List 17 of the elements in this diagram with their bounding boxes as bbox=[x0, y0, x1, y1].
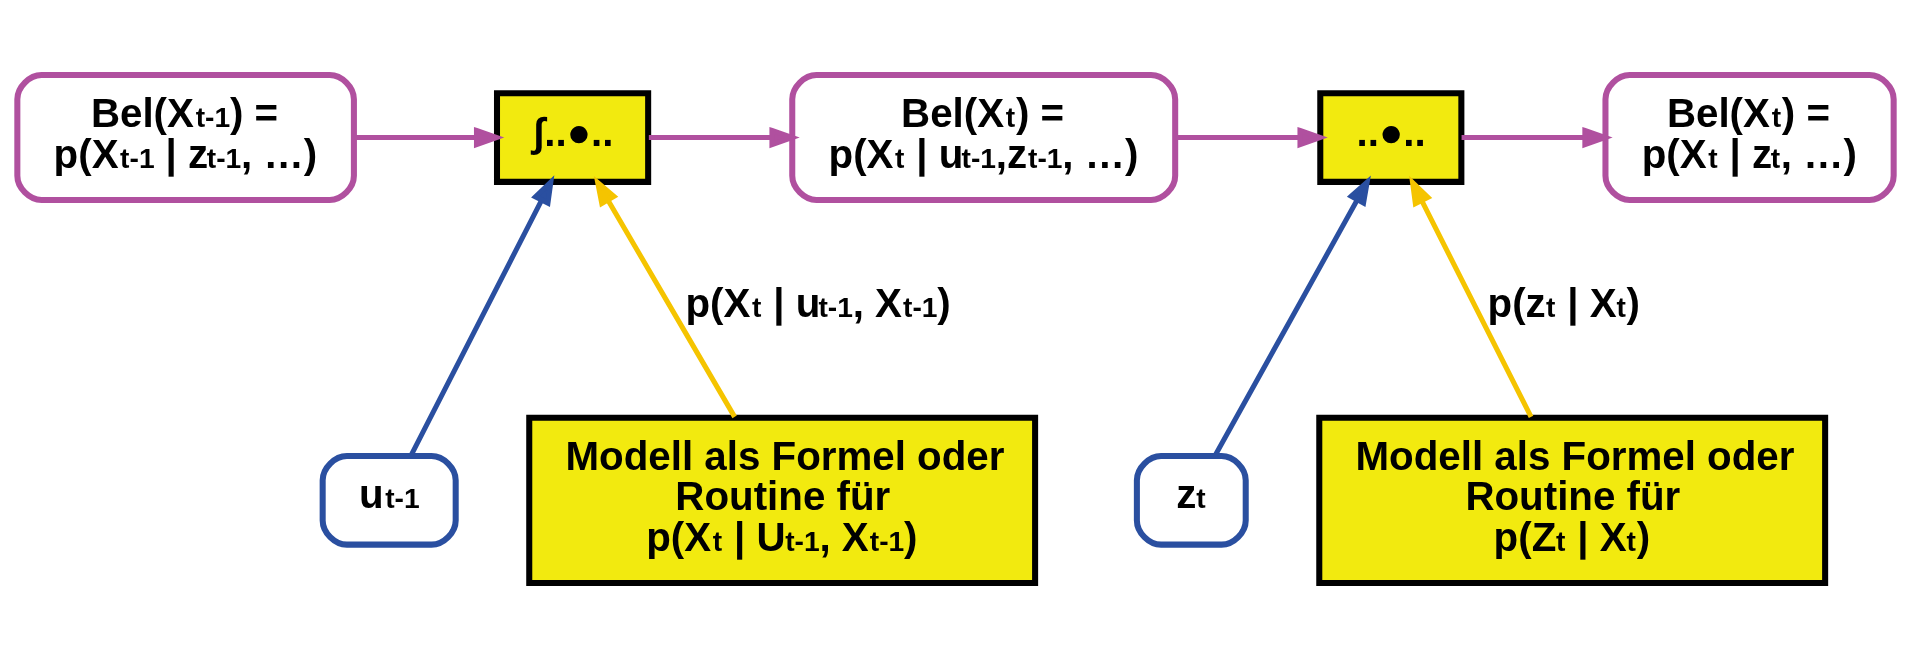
node-box: Bel(Xt) = p(Xt | ut-1,zt-1, …) bbox=[789, 71, 1179, 203]
arrow bbox=[1175, 126, 1328, 148]
node-box: Modell als Formel oder Routine für p(Zt | Xt) bbox=[1316, 414, 1829, 586]
edge-label: p(zt | Xt) bbox=[1487, 280, 1641, 326]
arrow bbox=[354, 126, 505, 148]
arrow bbox=[1409, 175, 1534, 418]
node-box: ..●.. bbox=[1317, 89, 1465, 185]
node-box: Modell als Formel oder Routine für p(Xt | Ut-1, Xt-1) bbox=[526, 414, 1039, 586]
arrow bbox=[1461, 126, 1613, 148]
node-box: ut-1 bbox=[319, 452, 459, 548]
node-box: Bel(Xt-1) = p(Xt-1 | zt-1, …) bbox=[14, 71, 357, 203]
arrow bbox=[648, 126, 800, 148]
node-box: Bel(Xt) = p(Xt | zt, …) bbox=[1602, 71, 1897, 203]
node-box: ∫..●.. bbox=[493, 89, 652, 185]
edge-label: p(Xt | ut-1, Xt-1) bbox=[685, 280, 951, 326]
node-box: zt bbox=[1133, 452, 1249, 548]
arrow bbox=[593, 175, 737, 418]
